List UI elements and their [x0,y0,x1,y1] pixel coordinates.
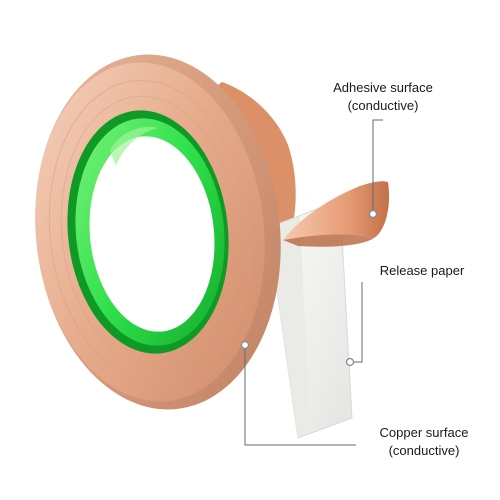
tape-roll [35,54,281,410]
release-paper-label-line1: Release paper [379,263,465,278]
callout-dot-adhesive [368,209,378,219]
adhesive-surface-label-line2: (conductive) [347,98,419,113]
callout-dot-release [345,357,355,367]
adhesive-surface-label-line1: Adhesive surface [333,80,433,95]
copper-surface-label-line2: (conductive) [388,443,460,458]
release-paper-label: Release paper [362,262,482,280]
callout-line-release [352,282,363,363]
callout-lines [244,119,383,446]
copper-surface-label: Copper surface (conductive) [364,424,484,460]
callout-line-copper [244,345,356,446]
copper-surface-label-line1: Copper surface [379,425,469,440]
adhesive-surface-label: Adhesive surface (conductive) [308,79,458,115]
adhesive-flap [283,181,390,247]
callout-dot-copper [240,340,250,350]
green-core [67,110,229,354]
callout-line-adhesive [372,119,383,212]
callout-dots [240,209,378,367]
